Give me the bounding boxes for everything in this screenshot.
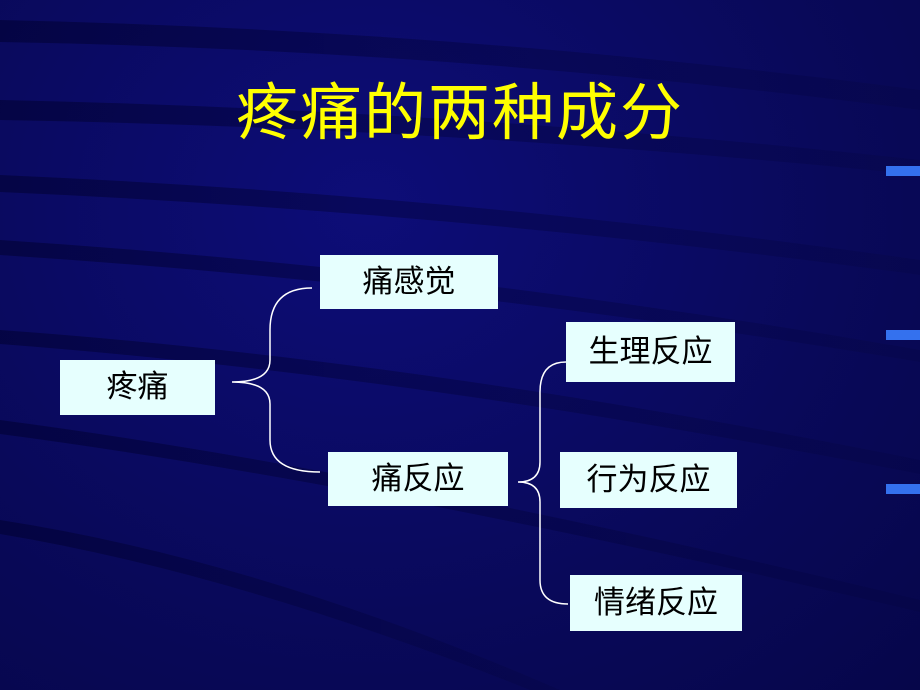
- branch-node-reaction: 痛反应: [328, 452, 508, 506]
- reaction-node-emotional: 情绪反应: [570, 575, 742, 631]
- root-brace: [231, 287, 321, 473]
- branch-node-sensation: 痛感觉: [320, 255, 498, 309]
- root-node-pain: 疼痛: [60, 360, 215, 415]
- reaction-node-physiological: 生理反应: [566, 322, 735, 382]
- slide-title: 疼痛的两种成分: [235, 76, 684, 149]
- reaction-node-behavioral: 行为反应: [560, 452, 737, 508]
- reaction-brace: [517, 361, 569, 605]
